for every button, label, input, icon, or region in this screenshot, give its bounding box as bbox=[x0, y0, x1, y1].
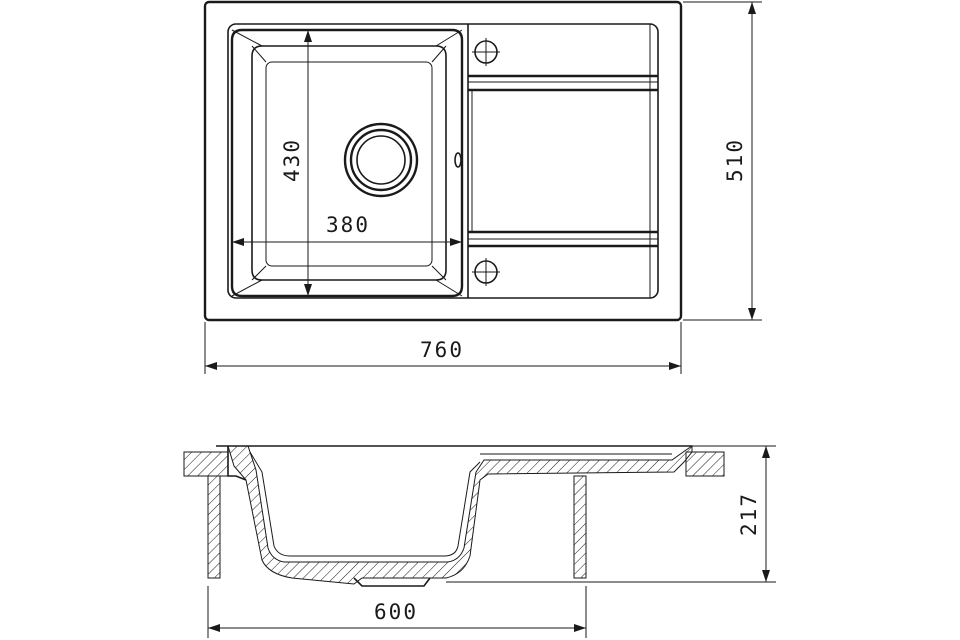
bowl-bevel-bl bbox=[231, 279, 263, 297]
bowl-section-wall bbox=[227, 445, 693, 585]
bowl-inner-surface bbox=[249, 451, 481, 557]
bowl-floor-bevel-bl bbox=[251, 265, 267, 281]
drain-inner-ring bbox=[349, 128, 413, 192]
dimension-label-217: 217 bbox=[737, 492, 761, 536]
countertop-left bbox=[183, 451, 229, 477]
bowl-bevel-tl bbox=[231, 29, 263, 47]
dimension-label-510: 510 bbox=[723, 138, 747, 182]
sink-inner-rim bbox=[227, 23, 659, 299]
drain-outlet bbox=[353, 577, 431, 587]
bowl-rim-left bbox=[227, 446, 247, 481]
drain-outer-ring bbox=[343, 122, 419, 198]
tap-hole-lower bbox=[472, 258, 500, 286]
dimension-sink-height: 217 bbox=[446, 445, 776, 583]
dimension-cabinet-width: 600 bbox=[207, 586, 587, 638]
countertop-right bbox=[685, 451, 725, 477]
sink-outer-outline bbox=[203, 0, 683, 322]
drainer-board bbox=[467, 24, 658, 298]
dimension-label-600: 600 bbox=[374, 600, 418, 624]
dimension-bowl-depth: 430 bbox=[280, 30, 312, 296]
cabinet-wall-left bbox=[207, 475, 221, 579]
drain-core bbox=[356, 135, 406, 185]
top-view: 430 380 510 760 bbox=[203, 0, 762, 374]
bowl-floor-bevel-tr bbox=[431, 45, 447, 63]
bowl-floor-bevel-br bbox=[431, 265, 447, 281]
dimension-label-430: 430 bbox=[280, 138, 304, 182]
cabinet-wall-right bbox=[573, 475, 587, 579]
bowl-bevel-tr bbox=[435, 29, 463, 47]
section-view: 217 600 bbox=[183, 445, 776, 638]
dimension-overall-depth: 510 bbox=[683, 1, 762, 321]
bowl-floor-bevel-tl bbox=[251, 45, 267, 63]
dimension-overall-width: 760 bbox=[204, 322, 682, 374]
bowl-bevel-br bbox=[435, 279, 463, 297]
tap-hole-upper bbox=[472, 38, 500, 66]
dimension-bowl-width: 380 bbox=[232, 213, 462, 246]
dimension-label-760: 760 bbox=[420, 338, 464, 362]
bowl-floor bbox=[265, 61, 433, 267]
overflow-slot bbox=[454, 152, 462, 168]
dimension-label-380: 380 bbox=[326, 213, 370, 237]
bowl-outer bbox=[230, 28, 464, 298]
